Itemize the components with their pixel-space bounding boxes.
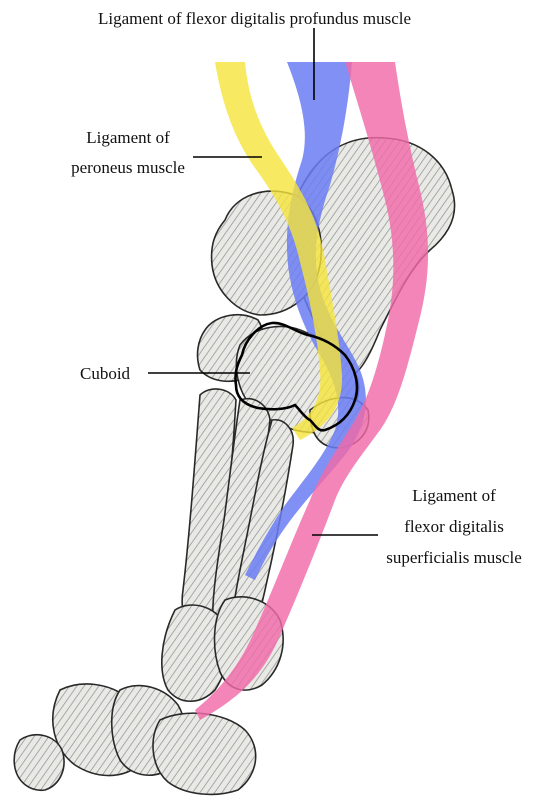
- label-cuboid: Cuboid: [80, 363, 130, 384]
- label-flexor-profundus: Ligament of flexor digitalis profundus m…: [98, 8, 411, 29]
- label-peroneus-line2: peroneus muscle: [62, 157, 194, 178]
- label-superficialis: Ligament of flexor digitalis superficial…: [374, 485, 534, 568]
- label-peroneus: Ligament of peroneus muscle: [62, 127, 194, 178]
- label-superficialis-line3: superficialis muscle: [374, 547, 534, 568]
- label-superficialis-line1: Ligament of: [374, 485, 534, 506]
- label-superficialis-line2: flexor digitalis: [374, 516, 534, 537]
- label-peroneus-line1: Ligament of: [62, 127, 194, 148]
